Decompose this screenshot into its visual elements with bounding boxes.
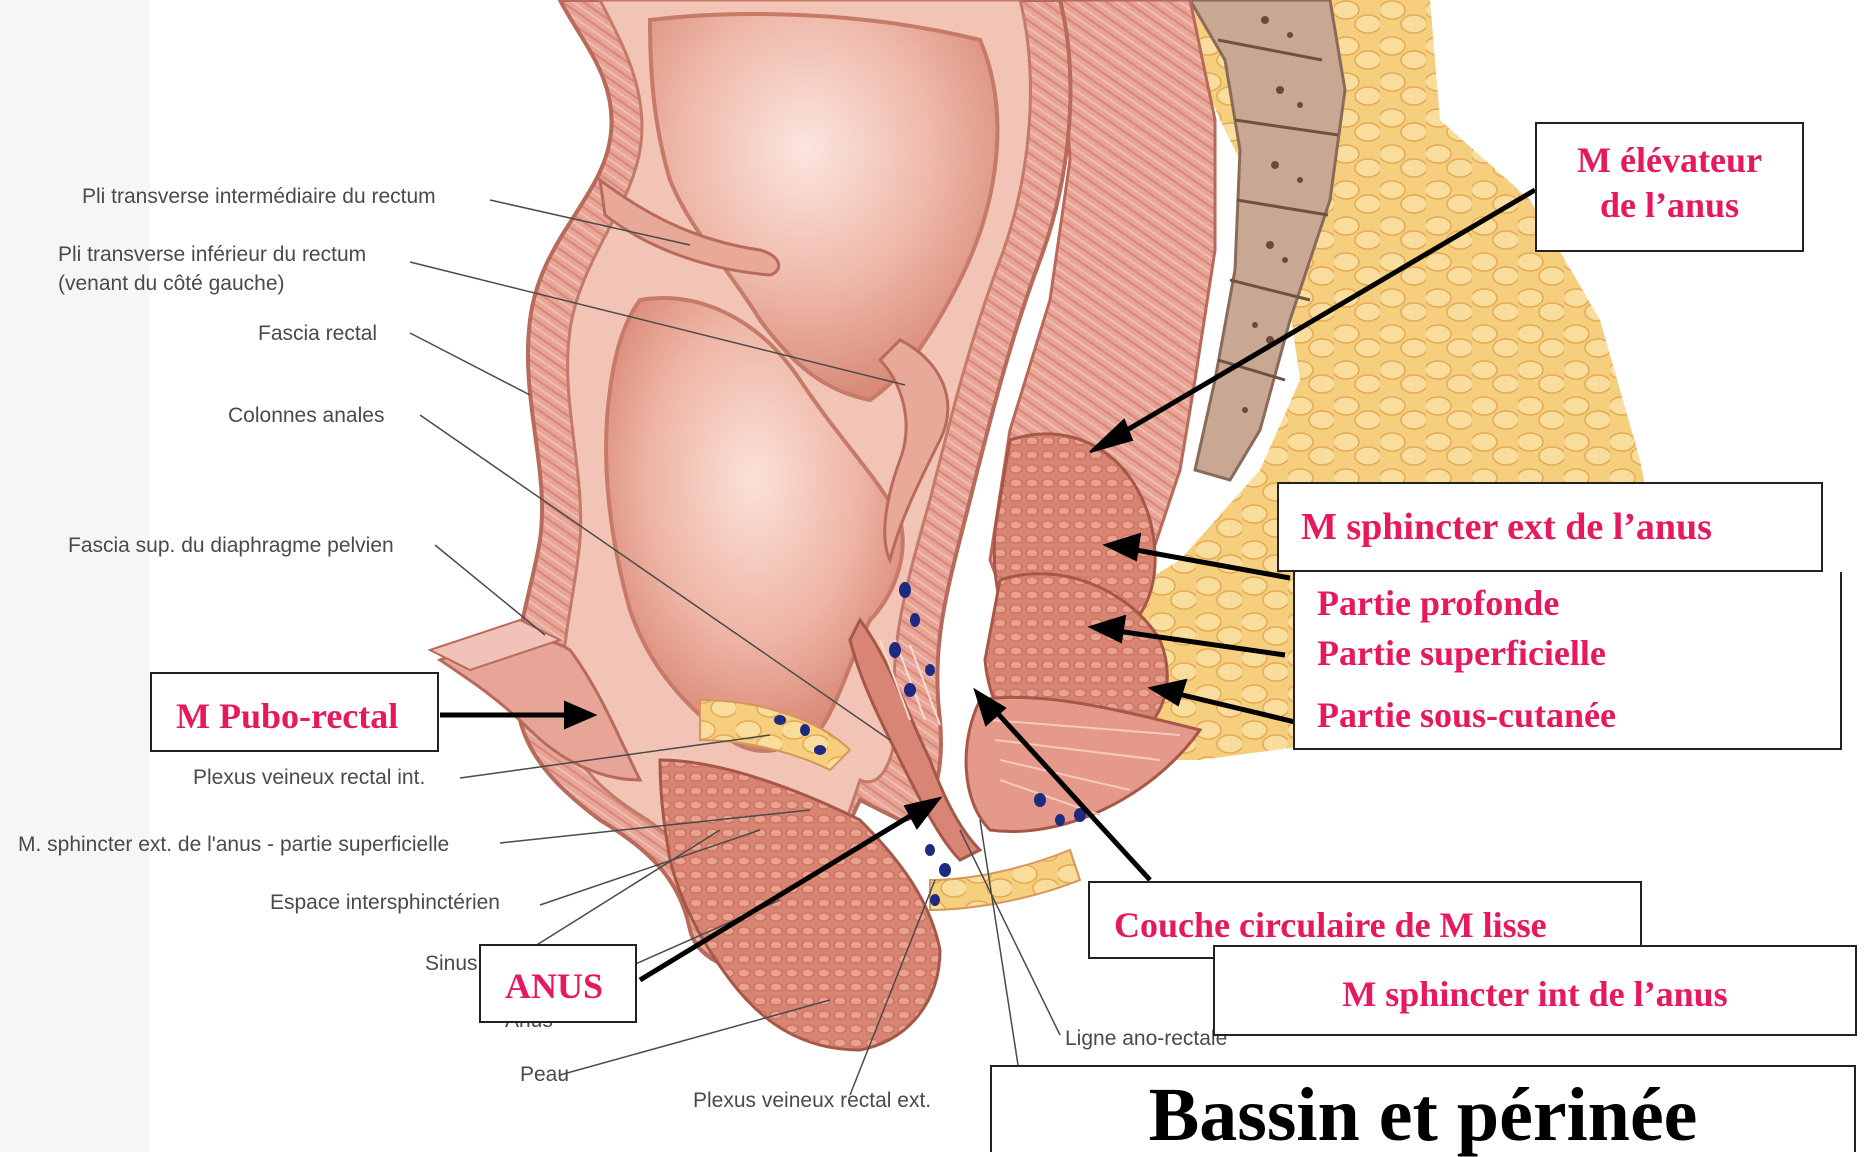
callout-pubo-rectal-text: M Pubo-rectal — [176, 694, 437, 739]
callout-anus: ANUS — [479, 944, 637, 1023]
callout-pubo-rectal: M Pubo-rectal — [150, 672, 439, 752]
page-title: Bassin et périnée — [992, 1077, 1854, 1153]
callout-couche-circulaire-text: Couche circulaire de M lisse — [1114, 903, 1640, 948]
callout-anus-text: ANUS — [505, 964, 635, 1009]
callout-partie-profonde: Partie profonde — [1317, 578, 1840, 628]
label-pli-inferieur-line2: (venant du côté gauche) — [58, 269, 366, 298]
callout-elevateur-anus: M élévateur de l’anus — [1535, 122, 1804, 252]
label-colonnes-anales: Colonnes anales — [228, 403, 384, 428]
label-pli-inferieur-line1: Pli transverse inférieur du rectum — [58, 240, 366, 269]
label-sphincter-superficielle: M. sphincter ext. de l'anus - partie sup… — [18, 832, 449, 857]
callout-elevateur-line2: de l’anus — [1537, 183, 1802, 228]
callout-sphincter-int-text: M sphincter int de l’anus — [1215, 972, 1855, 1017]
label-espace-intersphincterien: Espace intersphinctérien — [270, 890, 500, 915]
label-ligne-ano-rectale: Ligne ano-rectale — [1065, 1026, 1227, 1051]
callout-elevateur-line1: M élévateur — [1537, 138, 1802, 183]
label-peau: Peau — [520, 1062, 569, 1087]
callout-sphincter-int: M sphincter int de l’anus — [1213, 945, 1857, 1036]
callout-partie-superficielle: Partie superficielle — [1317, 628, 1840, 678]
label-fascia-rectal: Fascia rectal — [258, 321, 377, 346]
callout-partie-sous-cutanee: Partie sous-cutanée — [1317, 690, 1840, 740]
label-pli-inferieur: Pli transverse inférieur du rectum (vena… — [58, 240, 366, 298]
callout-sphincter-parts: Partie profonde Partie superficielle Par… — [1293, 572, 1842, 750]
label-plexus-ext: Plexus veineux rectal ext. — [693, 1088, 931, 1113]
label-fascia-sup: Fascia sup. du diaphragme pelvien — [68, 533, 394, 558]
label-pli-intermediaire: Pli transverse intermédiaire du rectum — [82, 184, 436, 209]
callout-sphincter-ext: M sphincter ext de l’anus — [1277, 482, 1823, 572]
callout-sphincter-ext-text: M sphincter ext de l’anus — [1301, 504, 1821, 552]
title-box: Bassin et périnée — [990, 1065, 1856, 1152]
label-sinus: Sinus — [425, 951, 478, 976]
label-plexus-int: Plexus veineux rectal int. — [193, 765, 425, 790]
